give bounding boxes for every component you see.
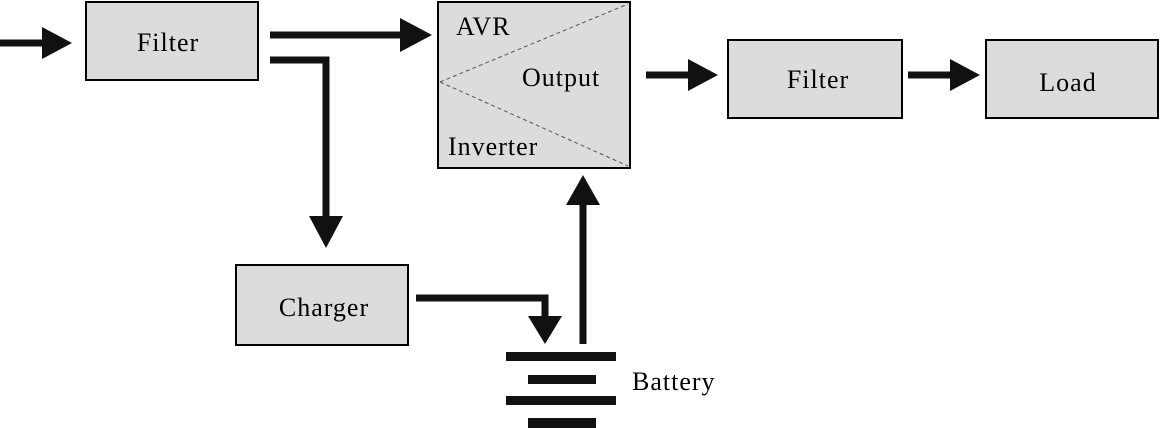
battery-icon bbox=[506, 352, 616, 428]
output-filter-label: Filter bbox=[787, 65, 849, 94]
avr-to-filter-arrow bbox=[646, 59, 718, 91]
load-label: Load bbox=[1039, 68, 1096, 97]
filter-to-charger-arrow bbox=[270, 56, 343, 248]
load-block: Load bbox=[985, 39, 1159, 119]
avr-label: AVR bbox=[456, 12, 511, 41]
inverter-divider-line bbox=[439, 81, 629, 167]
avr-inverter-block: AVR Output Inverter bbox=[437, 1, 631, 169]
charger-block: Charger bbox=[235, 264, 409, 346]
output-filter-block: Filter bbox=[727, 39, 903, 119]
output-label: Output bbox=[522, 63, 600, 92]
battery-label: Battery bbox=[632, 367, 716, 396]
battery-to-inverter-arrow bbox=[566, 175, 600, 344]
filter-to-load-arrow bbox=[908, 59, 980, 91]
avr-divider-line bbox=[439, 3, 629, 83]
filter-to-avr-arrow bbox=[270, 18, 432, 52]
inverter-label: Inverter bbox=[448, 132, 538, 161]
input-filter-block: Filter bbox=[85, 1, 259, 81]
input-filter-label: Filter bbox=[137, 28, 199, 57]
charger-to-battery-arrow bbox=[416, 294, 562, 344]
charger-label: Charger bbox=[279, 293, 369, 322]
input-arrow bbox=[0, 27, 72, 59]
